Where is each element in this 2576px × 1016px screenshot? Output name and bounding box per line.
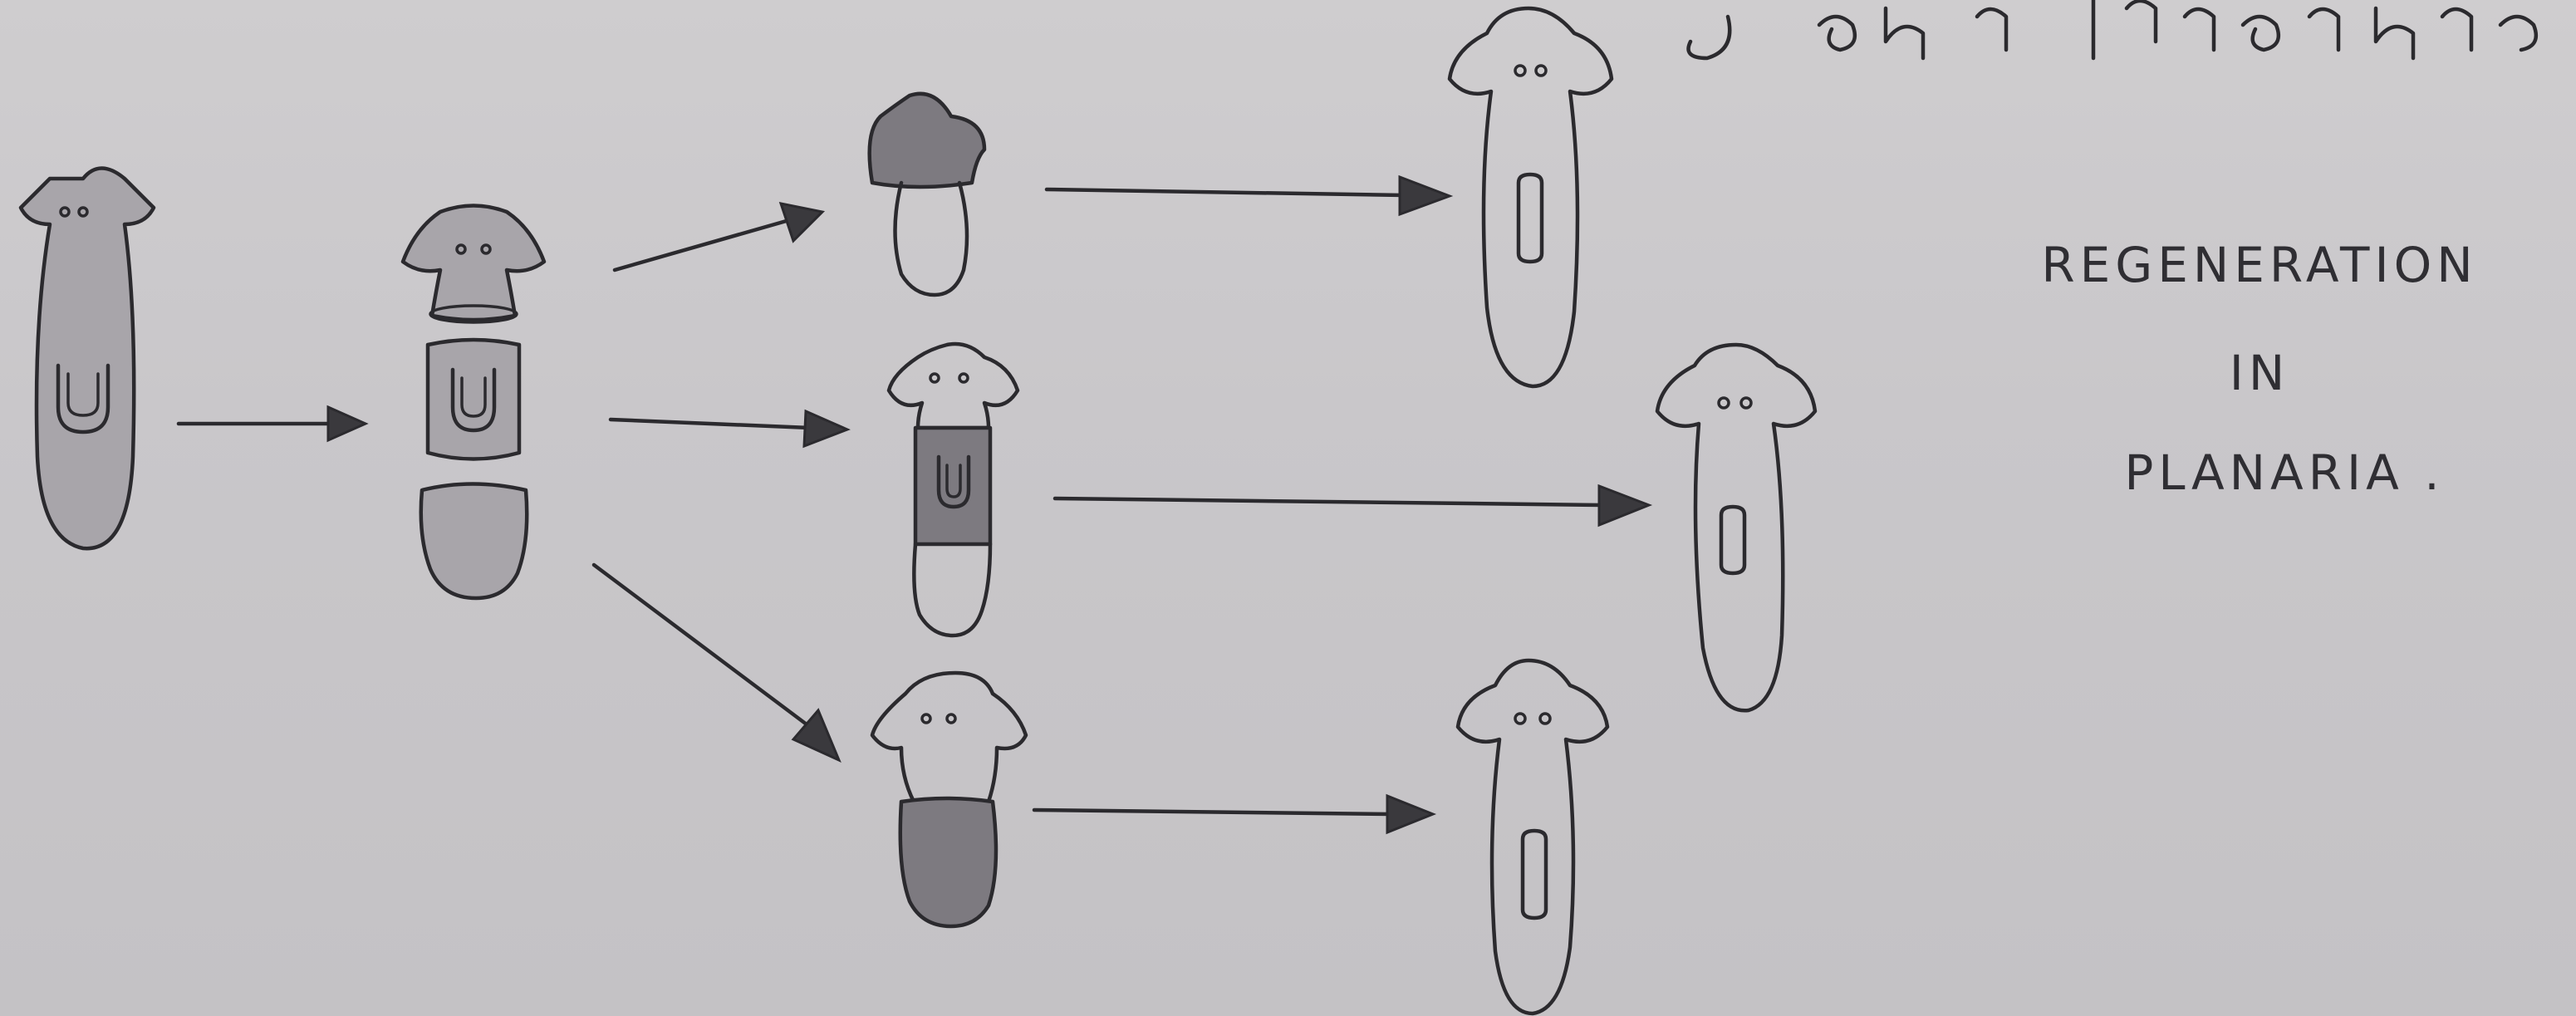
caption-line-2: IN	[1960, 345, 2559, 401]
caption-line-3: PLANARIA .	[2027, 444, 2542, 501]
cropped-handwriting-top	[1689, 0, 2536, 58]
regrowing-from-head	[870, 94, 984, 295]
arrow-to-head-regrowth	[615, 204, 822, 270]
regrowing-from-tail	[872, 673, 1026, 926]
cut-middle-piece	[428, 340, 519, 459]
arrow-to-final-3	[1034, 796, 1433, 832]
arrow-to-middle-regrowth	[611, 411, 847, 446]
regrowing-from-middle	[889, 344, 1018, 636]
arrow-to-final-1	[1047, 177, 1450, 214]
caption-line-1: REGENERATION	[1960, 237, 2559, 293]
arrow-1	[179, 407, 366, 440]
regenerated-worm-2	[1657, 345, 1815, 710]
arrow-to-final-2	[1055, 486, 1649, 525]
cut-head-piece	[403, 206, 544, 323]
cut-tail-piece	[421, 484, 527, 599]
arrow-to-tail-regrowth	[594, 565, 839, 760]
whole-planaria	[21, 169, 154, 549]
regenerated-worm-3	[1458, 660, 1607, 1014]
regenerated-worm-1	[1450, 8, 1612, 386]
